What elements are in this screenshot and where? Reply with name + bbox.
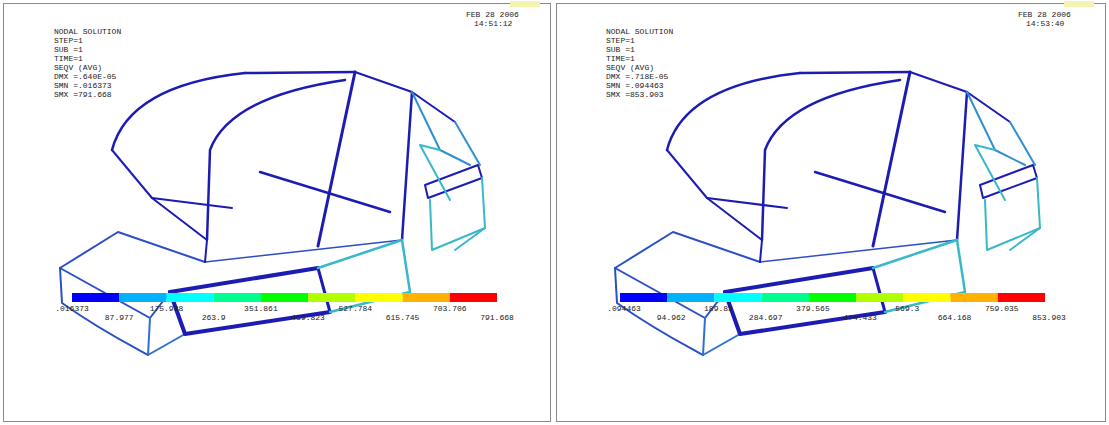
- date-stamp: FEB 28 2006: [466, 10, 519, 19]
- status-text: SMN =.016373: [54, 81, 112, 90]
- time-stamp: 14:53:40: [1026, 19, 1064, 28]
- scale-value: 189.83: [704, 304, 733, 313]
- status-text: SMX =791.668: [54, 90, 112, 99]
- scale-value: 664.168: [938, 313, 972, 322]
- scale-value: 791.668: [480, 313, 514, 322]
- scale-value: .016373: [55, 304, 89, 313]
- status-text: SUB =1: [54, 45, 83, 54]
- scale-value: 87.977: [105, 313, 134, 322]
- scale-value: 263.9: [202, 313, 226, 322]
- scale-value: 527.784: [339, 304, 373, 313]
- scale-value: 853.903: [1032, 313, 1066, 322]
- date-stamp: FEB 28 2006: [1018, 10, 1071, 19]
- status-text: SUB =1: [606, 45, 635, 54]
- status-text: NODAL SOLUTION: [606, 27, 673, 36]
- scale-value: 703.706: [433, 304, 467, 313]
- scale-value: 175.938: [150, 304, 184, 313]
- scale-value: 759.035: [985, 304, 1019, 313]
- status-text: SMN =.094463: [606, 81, 664, 90]
- scale-value: 439.823: [291, 313, 325, 322]
- scale-value: 284.697: [749, 313, 783, 322]
- scale-value: 351.861: [244, 304, 278, 313]
- scale-value: 569.3: [895, 304, 919, 313]
- status-text: TIME=1: [54, 54, 83, 63]
- scale-value: .094463: [607, 304, 641, 313]
- status-text: SEQV (AVG): [54, 63, 102, 72]
- status-text: SMX =853.903: [606, 90, 664, 99]
- status-text: NODAL SOLUTION: [54, 27, 121, 36]
- status-text: SEQV (AVG): [606, 63, 654, 72]
- time-stamp: 14:51:12: [474, 19, 512, 28]
- status-text: TIME=1: [606, 54, 635, 63]
- scale-value: 94.962: [657, 313, 686, 322]
- scale-value: 474.433: [843, 313, 877, 322]
- status-text: DMX =.718E-05: [606, 72, 668, 81]
- scale-value: 379.565: [796, 304, 830, 313]
- status-text: STEP=1: [54, 36, 83, 45]
- scale-value: 615.745: [386, 313, 420, 322]
- status-text: DMX =.640E-05: [54, 72, 116, 81]
- status-text: STEP=1: [606, 36, 635, 45]
